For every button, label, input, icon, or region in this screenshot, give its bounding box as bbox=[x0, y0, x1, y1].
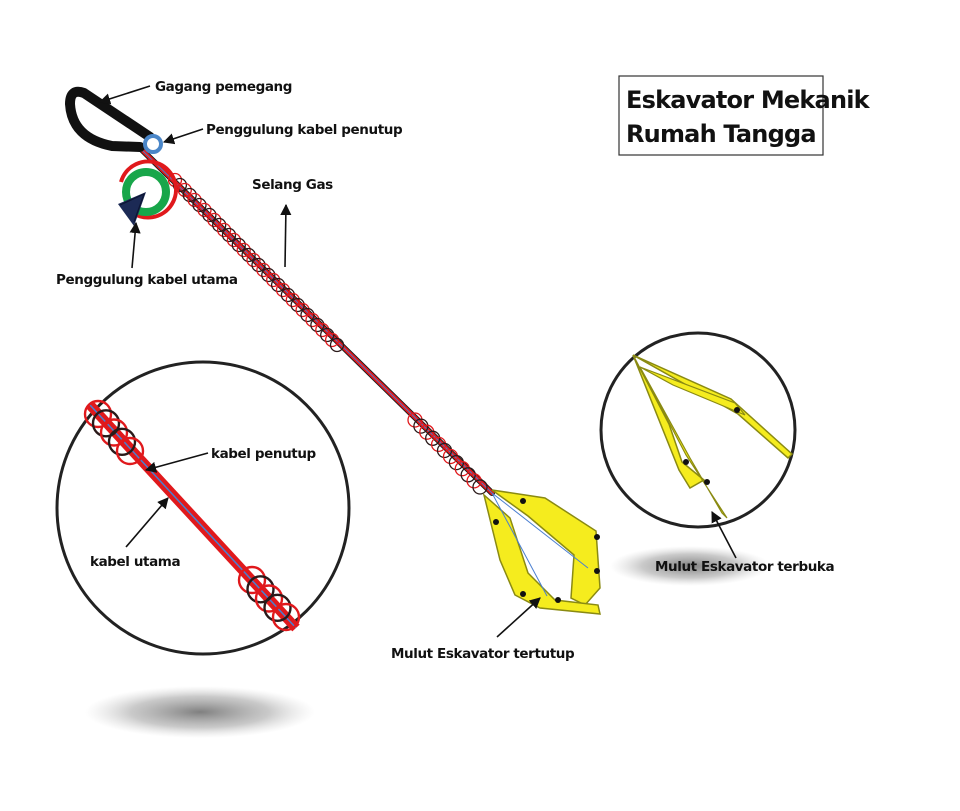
hose-coil-ring bbox=[300, 307, 315, 323]
hose-coil-ring bbox=[275, 282, 291, 298]
hose-coil-ring bbox=[226, 232, 242, 248]
main-cable-reel-icon bbox=[118, 159, 178, 226]
hose-coil-ring bbox=[324, 332, 340, 348]
closed-excavator-jaw bbox=[482, 489, 601, 615]
hose-coil-ring bbox=[280, 287, 296, 303]
hose-coil-ring bbox=[207, 212, 222, 228]
handle-grip bbox=[65, 86, 155, 152]
callout-arrows bbox=[98, 85, 737, 638]
hose-coil-ring bbox=[216, 222, 232, 238]
hose-coil-ring bbox=[295, 302, 310, 318]
shadow-right bbox=[610, 546, 770, 586]
hose-coil-ring bbox=[419, 424, 435, 440]
hose-coil-ring bbox=[246, 252, 261, 268]
label-gas-hose: Selang Gas bbox=[252, 177, 333, 193]
hose-coil-ring bbox=[212, 217, 227, 233]
hose-coil-ring bbox=[241, 247, 256, 263]
title-line-1: Eskavator Mekanik bbox=[626, 86, 871, 114]
hose-coil-ring bbox=[192, 197, 207, 213]
hose-coil-ring bbox=[460, 467, 476, 483]
hose-coil-ring bbox=[254, 584, 284, 613]
hose-coil-ring bbox=[172, 177, 188, 193]
hose-coil-ring bbox=[448, 454, 465, 471]
hose-coil-ring bbox=[472, 479, 488, 495]
hose-coil-ring bbox=[407, 412, 423, 428]
zoom-circle-open-jaw bbox=[599, 331, 797, 529]
hose-coil-ring bbox=[271, 602, 301, 632]
hose-coil-ring bbox=[237, 565, 267, 595]
gas-hose-coil-lower bbox=[407, 412, 488, 495]
labels: Gagang pemegang Penggulung kabel penutup… bbox=[56, 79, 835, 662]
hose-coil-ring bbox=[115, 436, 145, 466]
hose-coil-ring bbox=[329, 337, 345, 353]
hose-coil-ring bbox=[187, 192, 202, 208]
title-box: Eskavator Mekanik Rumah Tangga bbox=[618, 75, 871, 156]
hose-coil-ring bbox=[197, 202, 212, 218]
hose-coil-ring bbox=[285, 292, 300, 308]
hose-coil-ring bbox=[430, 436, 447, 453]
hose-coil-ring bbox=[256, 262, 271, 278]
hose-coil-ring bbox=[83, 399, 113, 429]
hose-coil-ring bbox=[442, 448, 459, 465]
gas-hose-coil-upper bbox=[167, 172, 345, 353]
label-mouth-open: Mulut Eskavator terbuka bbox=[655, 559, 834, 575]
hose-coil-ring bbox=[107, 427, 137, 456]
hose-coil-ring bbox=[231, 237, 246, 253]
hose-coil-ring bbox=[466, 473, 482, 489]
hose-coil-ring bbox=[305, 312, 320, 328]
hose-coil-ring bbox=[261, 267, 276, 283]
label-main-cable-reel: Penggulung kabel utama bbox=[56, 272, 238, 288]
zoom-hose-coils-bottom bbox=[237, 565, 301, 632]
hose-coil-ring bbox=[266, 272, 281, 288]
hose-coil-ring bbox=[236, 242, 251, 258]
hose-coil-ring bbox=[177, 182, 192, 198]
hose-coil-ring bbox=[91, 409, 121, 438]
hose-coil-ring bbox=[315, 322, 330, 338]
label-main-cable: kabel utama bbox=[90, 554, 180, 570]
label-handle: Gagang pemegang bbox=[155, 79, 292, 95]
zoom-hose-coils-top bbox=[83, 399, 145, 466]
label-cover-cable-reel: Penggulung kabel penutup bbox=[206, 122, 403, 138]
hose-coil-ring bbox=[290, 297, 305, 313]
hose-coil-ring bbox=[221, 227, 237, 243]
hose-coil-ring bbox=[425, 430, 441, 446]
title-line-2: Rumah Tangga bbox=[626, 120, 816, 148]
hose-coil-ring bbox=[251, 257, 266, 273]
hose-coil-ring bbox=[436, 442, 453, 459]
cover-cable-reel-icon bbox=[143, 134, 163, 154]
hose-coil-ring bbox=[320, 327, 335, 343]
hose-coil-ring bbox=[454, 461, 470, 477]
hose-coil-ring bbox=[99, 418, 129, 447]
hose-coil-ring bbox=[270, 277, 286, 293]
hose-coil-ring bbox=[202, 207, 217, 223]
zoom-circle-cable-detail bbox=[55, 360, 351, 656]
hose-coil-ring bbox=[182, 187, 197, 203]
hose-coil-ring bbox=[246, 575, 275, 604]
hose-coil-ring bbox=[413, 418, 429, 434]
hose-coil-ring bbox=[310, 317, 325, 333]
shadow-left bbox=[85, 686, 315, 738]
label-cover-cable: kabel penutup bbox=[211, 446, 317, 462]
hose-coil-ring bbox=[263, 593, 292, 622]
label-mouth-closed: Mulut Eskavator tertutup bbox=[391, 646, 575, 662]
